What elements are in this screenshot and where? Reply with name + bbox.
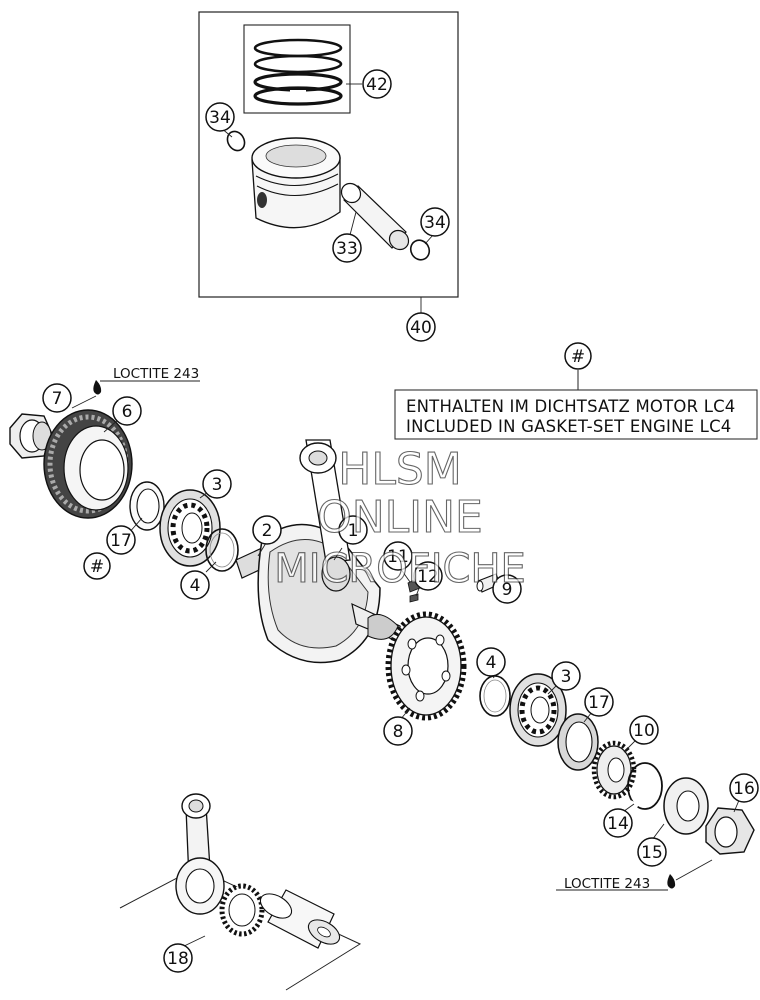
svg-text:12: 12 (417, 567, 439, 587)
callout-3-right[interactable]: 3 (551, 661, 581, 691)
callout-17-left[interactable]: 17 (106, 525, 136, 555)
callout-1[interactable]: 1 (338, 515, 368, 545)
shaft-seal-left (129, 481, 165, 531)
svg-text:4: 4 (190, 576, 201, 596)
svg-text:15: 15 (641, 843, 663, 863)
shim-right (479, 675, 511, 717)
circlip-right (409, 239, 431, 261)
svg-text:17: 17 (588, 693, 610, 713)
callout-42[interactable]: 42 (362, 69, 392, 99)
timing-sprocket (591, 740, 637, 800)
callout-34-right[interactable]: 34 (420, 207, 450, 237)
retaining-ring (627, 762, 663, 810)
svg-text:7: 7 (52, 389, 63, 409)
svg-text:1: 1 (348, 521, 359, 541)
svg-text:3: 3 (212, 475, 223, 495)
loctite-label-top: LOCTITE 243 (113, 366, 199, 382)
svg-text:33: 33 (336, 239, 358, 259)
svg-text:6: 6 (122, 402, 133, 422)
callout-4-left[interactable]: 4 (180, 570, 210, 600)
main-bearing-right (509, 673, 567, 747)
washer-right (663, 777, 709, 835)
needle-bearing (219, 883, 265, 937)
crankshaft-nut (705, 807, 755, 855)
callout-8[interactable]: 8 (383, 716, 413, 746)
loctite-note-top: LOCTITE 243 (71, 366, 200, 409)
loctite-note-bottom: LOCTITE 243 (556, 859, 713, 892)
callout-2[interactable]: 2 (252, 515, 282, 545)
callout-12[interactable]: 12 (413, 561, 443, 591)
svg-text:11: 11 (387, 547, 409, 567)
callout-34-left[interactable]: 34 (205, 102, 235, 132)
balancer-gear (385, 611, 467, 721)
main-bearing-left (159, 489, 221, 567)
watermark-line-3: MICROFICHE (274, 546, 526, 592)
shaft-seal-right (557, 713, 599, 771)
svg-text:34: 34 (424, 213, 446, 233)
callout-3-left[interactable]: 3 (202, 469, 232, 499)
svg-text:16: 16 (733, 779, 755, 799)
primary-gear (43, 409, 133, 519)
conrod-kit (119, 793, 362, 991)
svg-text:17: 17 (110, 531, 132, 551)
callout-40[interactable]: 40 (406, 312, 436, 342)
svg-text:3: 3 (561, 667, 572, 687)
callout-hash-left[interactable]: # (83, 552, 111, 580)
callout-9[interactable]: 9 (492, 574, 522, 604)
piston-pin (340, 182, 410, 251)
callout-15[interactable]: 15 (637, 837, 667, 867)
callouts: 42 34 34 33 40 7 6 3 17 # 4 2 1 11 12 9 … (42, 69, 759, 973)
callout-10[interactable]: 10 (629, 715, 659, 745)
loctite-label-bottom: LOCTITE 243 (564, 876, 650, 892)
piston-rings-box (243, 24, 351, 114)
callout-18[interactable]: 18 (163, 943, 193, 973)
piston-rings (253, 38, 343, 106)
piston (251, 137, 341, 229)
svg-text:9: 9 (502, 580, 513, 600)
gasket-set-notice: ENTHALTEN IM DICHTSATZ MOTOR LC4 INCLUDE… (394, 370, 758, 440)
callout-6[interactable]: 6 (112, 396, 142, 426)
svg-text:4: 4 (486, 653, 497, 673)
svg-text:10: 10 (633, 721, 655, 741)
leader-lines-top (220, 83, 434, 314)
callout-14[interactable]: 14 (603, 808, 633, 838)
callout-16[interactable]: 16 (729, 773, 759, 803)
crank-pin (259, 889, 341, 949)
svg-text:42: 42 (366, 75, 388, 95)
svg-text:8: 8 (393, 722, 404, 742)
callout-33[interactable]: 33 (332, 233, 362, 263)
callout-17-right[interactable]: 17 (584, 687, 614, 717)
watermark-line-2: ONLINE (317, 492, 483, 543)
circlip-left (226, 130, 246, 152)
callout-4-right[interactable]: 4 (476, 647, 506, 677)
svg-text:34: 34 (209, 108, 231, 128)
shim-left (205, 528, 239, 572)
notice-line-2: INCLUDED IN GASKET-SET ENGINE LC4 (406, 417, 732, 436)
watermark-line-1: HLSM (338, 444, 462, 495)
svg-text:18: 18 (167, 949, 189, 969)
callout-7[interactable]: 7 (42, 383, 72, 413)
svg-text:2: 2 (262, 521, 273, 541)
callout-11[interactable]: 11 (383, 541, 413, 571)
svg-text:#: # (90, 557, 104, 577)
callout-hash-notice[interactable]: # (564, 342, 592, 370)
svg-text:#: # (571, 347, 585, 367)
notice-line-1: ENTHALTEN IM DICHTSATZ MOTOR LC4 (406, 397, 736, 416)
svg-text:40: 40 (410, 318, 432, 338)
primary-nut (9, 413, 53, 459)
svg-text:14: 14 (607, 814, 629, 834)
watermark: HLSM ONLINE MICROFICHE (274, 443, 527, 592)
piston-kit-box (198, 11, 459, 298)
